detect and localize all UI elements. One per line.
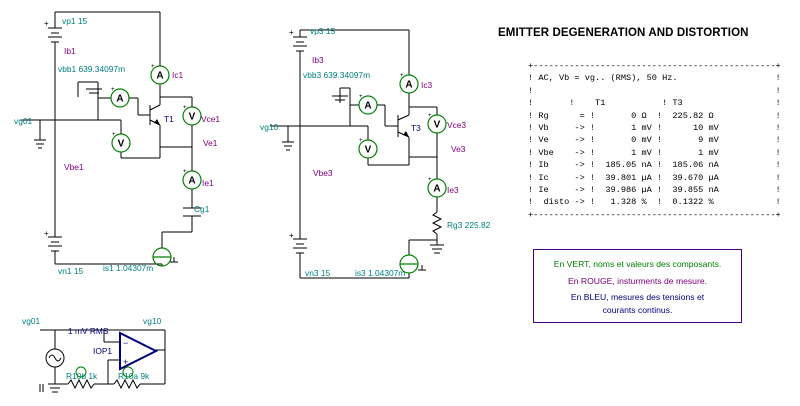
ammeter-ib3-icon: A+ [358,94,378,115]
circuit-1 [20,11,201,266]
label-ie1: Ie1 [202,178,214,188]
voltmeter-vce3-icon: V+ [427,113,447,134]
page-title: EMITTER DEGENERATION AND DISTORTION [498,27,749,39]
svg-text:A: A [433,184,440,195]
label-t1: T1 [164,114,174,124]
legend-blue-text-line2: courants continus. [602,305,673,315]
label-ic3: Ic3 [421,80,433,90]
svg-text:+: + [112,132,116,138]
sim-table-line: ! ! [528,85,781,96]
svg-text:A: A [188,176,195,187]
svg-text:+: + [289,28,294,37]
label-r10a: R10a 9k [118,371,150,381]
label-ie3: Ie3 [447,185,459,195]
sim-table-line: ! ! T1 ! T3 ! [528,98,781,109]
opamp-plus-sign: + [123,357,128,367]
legend-blue-text-line1: En BLEU, mesures des tensions et [570,292,705,302]
svg-text:+: + [44,229,49,238]
label-vbe3: Vbe3 [313,168,333,178]
label-gen-vg01: vg01 [22,316,41,326]
sim-table-line: +---------------------------------------… [528,61,781,71]
label-rg3: Rg3 225.82 [447,220,491,230]
legend-red-text: En ROUGE, insturments de mesure. [568,276,707,286]
svg-text:+: + [289,231,294,240]
svg-text:A: A [116,94,123,105]
svg-text:A: A [156,71,163,82]
label-gen-vg10: vg10 [143,316,162,326]
label-vn1: vn1 15 [58,266,83,276]
simulation-results-table: +---------------------------------------… [528,60,781,221]
legend-green-text: En VERT, noms et valeurs des composants. [553,259,722,269]
label-ve3: Ve3 [451,144,466,154]
svg-text:V: V [365,145,372,156]
sim-table-line: ! Vbe -> ! 1 mV ! 1 mV ! [528,147,781,158]
sim-table-line: ! AC, Vb = vg.. (RMS), 50 Hz. ! [528,73,781,84]
voltmeter-vbe3-icon: V+ [358,138,378,159]
label-ve1: Ve1 [203,138,218,148]
sim-table-line: +---------------------------------------… [528,209,781,220]
svg-text:V: V [434,120,441,131]
label-vp1: vp1 15 [62,16,87,26]
label-vp3: vp3 15 [310,26,335,36]
svg-text:+: + [44,19,49,28]
t3-emitter-arrow [403,131,409,137]
svg-text:+: + [428,177,432,183]
voltmeter-vbe1-icon: V+ [111,132,131,153]
svg-text:+: + [359,94,363,100]
ac-source-symbol [45,348,65,368]
label-cg1: Cg1 [194,204,210,214]
sine-wave-icon [48,354,62,362]
ammeter-ic1-icon: A+ [150,64,170,85]
ammeter-ib1-icon: A+ [110,87,130,108]
generator-circuit [39,329,166,393]
voltmeter-r10b-icon [75,366,87,378]
label-r10b: R10b 1k [66,371,98,381]
label-vbb3: vbb3 639.34097m [303,70,370,80]
label-ic1: Ic1 [172,70,184,80]
sim-table-line: ! Rg = ! 0 Ω ! 225.82 Ω ! [528,110,781,121]
label-vbe1: Vbe1 [64,162,84,172]
svg-text:+: + [183,169,187,175]
svg-text:+: + [151,64,155,70]
label-vg10-input: vg10 [260,122,279,132]
color-legend-box: En VERT, noms et valeurs des composants.… [533,249,742,323]
svg-text:A: A [405,80,412,91]
label-vce1: Vce1 [201,114,220,124]
svg-text:+: + [428,113,432,119]
label-ib1: Ib1 [64,46,76,56]
sim-table-line: ! Ib -> ! 185.05 nA ! 185.06 nA ! [528,160,781,171]
svg-text:+: + [400,73,404,79]
label-is3: is3 1.04307m [355,268,405,278]
opamp-minus-sign: − [123,338,128,348]
svg-text:+: + [183,105,187,111]
label-vce3: Vce3 [447,120,466,130]
label-vg01-input: vg01 [14,116,33,126]
sim-table-line: ! disto -> ! 1.328 % ! 0.1322 % ! [528,197,781,208]
sim-table-line: ! Ic -> ! 39.801 µA ! 39.670 µA ! [528,172,781,183]
svg-text:V: V [118,139,125,150]
voltmeter-r10a-icon [122,366,134,378]
label-is1: is1 1.04307m [103,263,153,273]
label-iop1: IOP1 [93,346,112,356]
sim-table-line: ! Ie -> ! 39.986 µA ! 39.855 nA ! [528,185,781,196]
ammeter-ie3-icon: A+ [427,177,447,198]
label-vbb1: vbb1 639.34097m [58,64,125,74]
label-t3: T3 [411,123,421,133]
svg-text:+: + [111,87,115,93]
svg-text:V: V [189,112,196,123]
circuit-3 [270,29,444,279]
t1-emitter-arrow [154,119,160,125]
svg-text:+: + [359,138,363,144]
label-vn3: vn3 15 [305,268,330,278]
ammeter-ie1-icon: A+ [182,169,202,190]
svg-text:A: A [364,101,371,112]
ammeter-ic3-icon: A+ [399,73,419,94]
opamp-iop1-symbol [119,331,159,371]
sim-table-line: ! Ve -> ! 0 mV ! 9 mV ! [528,135,781,146]
label-amplitude: 1 mV RMS [68,326,109,336]
label-ib3: Ib3 [312,55,324,65]
sim-table-line: ! Vb -> ! 1 mV ! 10 mV ! [528,123,781,134]
voltmeter-vce1-icon: V+ [182,105,202,126]
